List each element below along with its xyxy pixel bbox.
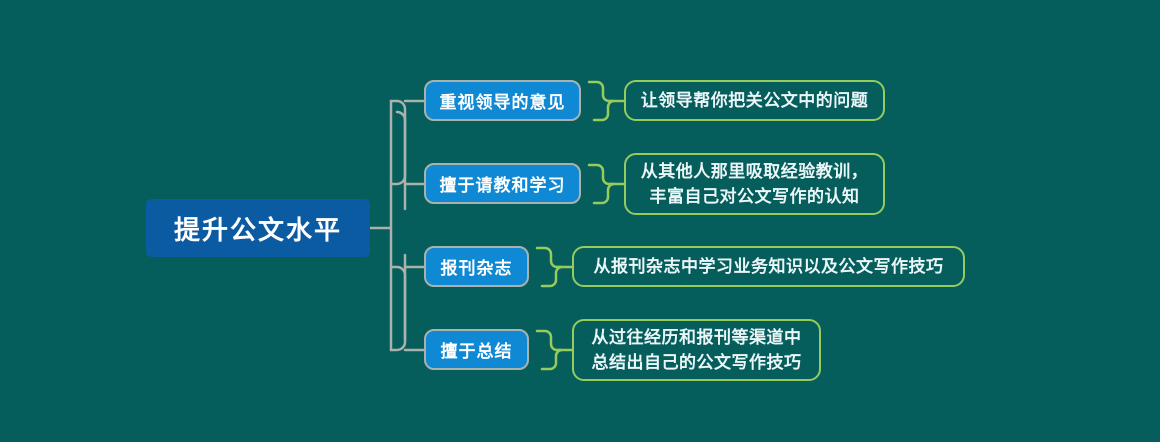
- branch-node-1[interactable]: 重视领导的意见: [424, 80, 581, 121]
- root-to-branch-connector-4: [389, 253, 407, 352]
- branch-entry-stubs: [403, 99, 426, 352]
- root-to-branch-connector-1: [389, 99, 407, 211]
- branch-to-leaf-connector-2: [587, 163, 615, 205]
- leaf-entry-stubs: [556, 99, 626, 352]
- branch-node-2[interactable]: 擅于请教和学习: [424, 163, 581, 204]
- leaf-node-3[interactable]: 从报刊杂志中学习业务知识以及公文写作技巧: [572, 246, 965, 287]
- leaf-node-4[interactable]: 从过往经历和报刊等渠道中 总结出自己的公文写作技巧: [572, 319, 821, 381]
- branch-to-leaf-connector-1: [587, 80, 615, 122]
- root-node[interactable]: 提升公文水平: [146, 199, 370, 257]
- leaf-node-1[interactable]: 让领导帮你把关公文中的问题: [624, 80, 885, 121]
- branch-to-leaf-connector-3: [535, 246, 563, 288]
- branch-node-3[interactable]: 报刊杂志: [424, 246, 529, 287]
- branch-to-leaf-connector-4: [535, 329, 563, 371]
- root-to-branch-connector-2: [389, 110, 407, 186]
- root-to-branch-connector-3: [389, 265, 407, 342]
- leaf-node-2[interactable]: 从其他人那里吸取经验教训， 丰富自己对公文写作的认知: [624, 153, 885, 215]
- branch-node-4[interactable]: 擅于总结: [424, 329, 529, 370]
